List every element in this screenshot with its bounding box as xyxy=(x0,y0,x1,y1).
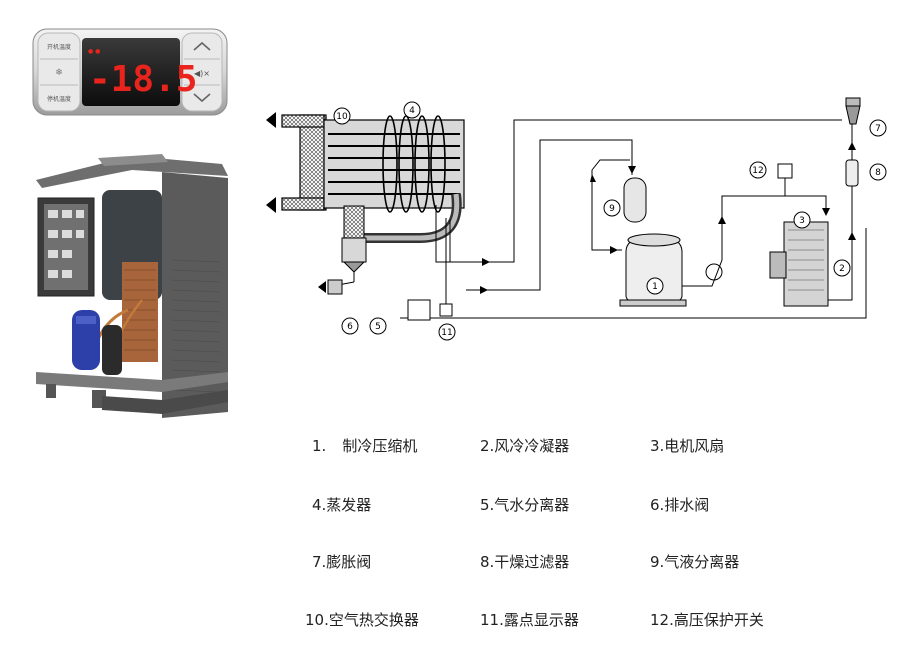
legend-item-dew-point-display: 11.露点显示器 xyxy=(480,611,579,629)
expansion-valve xyxy=(845,97,861,107)
legend-item-drain-valve: 6.排水阀 xyxy=(650,496,710,514)
callout-12: 12 xyxy=(752,166,763,176)
drain-valve xyxy=(327,279,343,295)
temperature-display: -18.5 xyxy=(89,59,197,100)
callout-7: 7 xyxy=(875,124,881,134)
legend-item-gas-liquid-separator: 9.气液分离器 xyxy=(650,553,740,571)
snowflake-icon: ❄ xyxy=(55,68,63,78)
legend-item-heat-exchanger: 10.空气热交换器 xyxy=(305,611,419,629)
fan-motor xyxy=(769,251,787,279)
stop-temp-button[interactable]: 停机温度 xyxy=(47,95,71,103)
gas-liquid-separator xyxy=(623,177,647,223)
legend-item-dryer-filter: 8.干燥过滤器 xyxy=(480,553,570,571)
legend-text: 制冷压缩机 xyxy=(342,437,418,455)
legend-item-compressor: 1. 制冷压缩机 xyxy=(312,435,417,456)
legend-item-fan: 3.电机风扇 xyxy=(650,437,725,455)
callout-2: 2 xyxy=(839,264,845,274)
start-temp-button[interactable]: 开机温度 xyxy=(47,43,71,51)
callout-11: 11 xyxy=(441,328,452,338)
indicator-led: ● ● xyxy=(88,48,100,55)
dew-point-display xyxy=(407,299,431,321)
refrigeration-schematic: 1 2 3 4 5 6 7 8 9 10 11 12 xyxy=(266,97,887,341)
down-arrow-icon[interactable] xyxy=(193,93,211,103)
callout-1: 1 xyxy=(652,282,658,292)
air-cooled-condenser xyxy=(783,221,829,307)
legend-item-condenser: 2.风冷冷凝器 xyxy=(480,437,570,455)
legend-item-evaporator: 4.蒸发器 xyxy=(312,496,372,514)
callout-9: 9 xyxy=(609,204,615,214)
air-water-separator xyxy=(341,237,367,263)
legend-number: 1. xyxy=(312,437,327,455)
callout-3: 3 xyxy=(799,216,805,226)
legend-item-water-separator: 5.气水分离器 xyxy=(480,496,570,514)
dryer-machine-image xyxy=(36,154,228,418)
callout-10: 10 xyxy=(336,112,348,122)
up-arrow-icon[interactable] xyxy=(193,41,211,51)
callout-6: 6 xyxy=(347,322,353,332)
callout-4: 4 xyxy=(409,106,415,116)
air-heat-exchanger xyxy=(299,114,327,211)
high-pressure-switch xyxy=(777,163,793,179)
temperature-controller: 开机温度 ❄ 停机温度 ◀)× ● ● -18.5 xyxy=(32,28,228,116)
legend-item-high-pressure-switch: 12.高压保护开关 xyxy=(650,611,764,629)
callout-8: 8 xyxy=(875,168,881,178)
dryer-filter xyxy=(845,159,859,187)
legend-item-expansion-valve: 7.膨胀阀 xyxy=(312,553,372,571)
mute-icon[interactable]: ◀)× xyxy=(194,69,210,78)
callout-5: 5 xyxy=(375,322,381,332)
